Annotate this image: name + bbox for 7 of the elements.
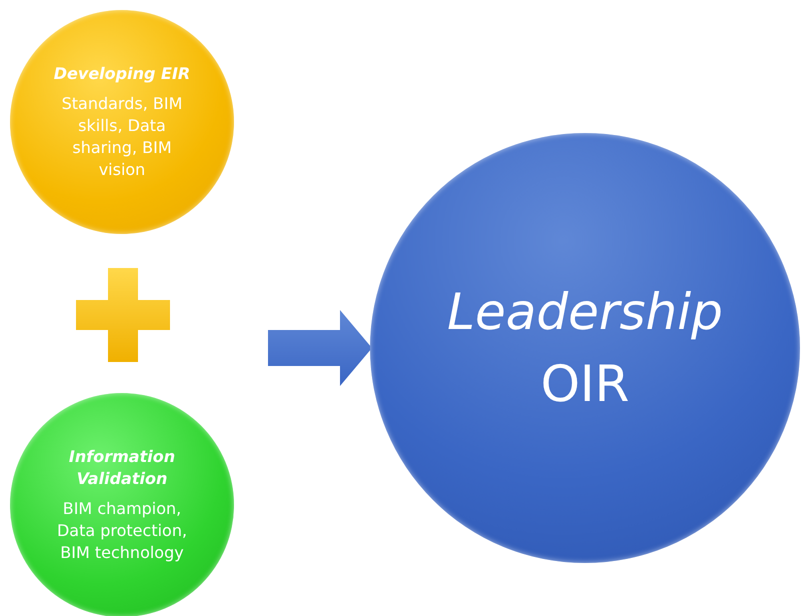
node-heading: Developing EIR [54,63,190,85]
node-text: OIR [540,355,630,413]
node-text: Standards, BIM skills, Data sharing, BIM vision [60,93,184,181]
node-heading: Information Validation [68,446,176,490]
block-arrow [268,310,372,386]
node-text: BIM champion, Data protection, BIM technology [56,498,188,564]
node-heading: Leadership [447,283,723,341]
